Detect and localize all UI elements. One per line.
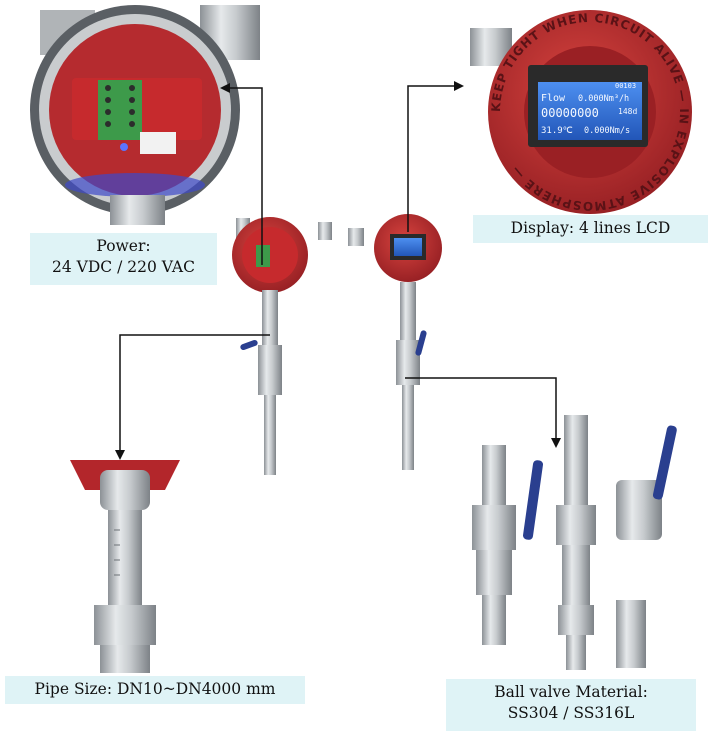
ball-valve-closeup xyxy=(472,415,677,670)
terminal-block xyxy=(98,80,142,140)
lcd-total-unit: 148d xyxy=(618,107,637,116)
flowmeter-open xyxy=(232,217,332,475)
pipe-probe-closeup xyxy=(70,460,180,673)
lcd-flow-label: Flow xyxy=(541,93,566,104)
arrow-to-probe xyxy=(119,334,270,452)
arrow-to-display xyxy=(407,85,456,232)
lcd-mass-value: 0.000Nm/s xyxy=(584,126,630,136)
lcd-total-value: 00000000 xyxy=(541,106,599,120)
arrow-to-valve xyxy=(405,377,557,440)
arrow-to-terminal xyxy=(228,87,263,265)
ball-valve-label: Ball valve Material: SS304 / SS316L xyxy=(446,679,696,731)
lcd-temp-value: 31.9℃ xyxy=(541,126,573,136)
power-terminal-closeup xyxy=(30,5,260,225)
lcd-screen xyxy=(538,82,642,140)
pipe-size-label: Pipe Size: DN10~DN4000 mm xyxy=(5,676,305,704)
flowmeter-closed xyxy=(348,214,442,470)
terminal-plug xyxy=(140,132,176,154)
callout-arrows xyxy=(119,85,557,452)
display-label: Display: 4 lines LCD xyxy=(473,215,708,243)
lcd-flow-value: 0.000Nm³/h xyxy=(578,94,629,104)
lcd-display-closeup: KEEP TIGHT WHEN CIRCUIT ALIVE — IN EXPLO… xyxy=(470,10,692,214)
power-label: Power: 24 VDC / 220 VAC xyxy=(30,233,217,285)
lcd-header: 00103 xyxy=(615,82,636,90)
